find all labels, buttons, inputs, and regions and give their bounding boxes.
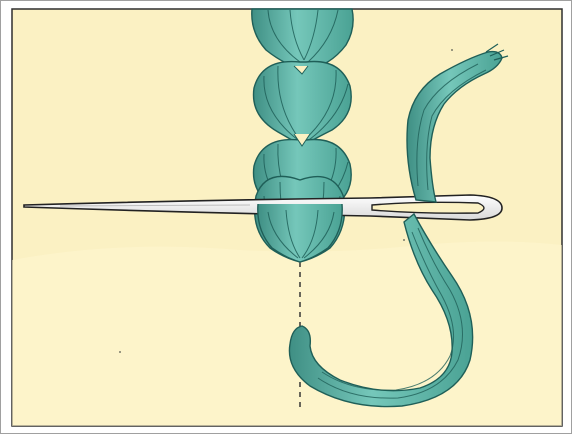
fabric-highlight bbox=[12, 242, 562, 427]
fabric-speck bbox=[451, 49, 453, 51]
fabric-speck bbox=[403, 239, 405, 241]
fabric-speck bbox=[119, 351, 121, 353]
